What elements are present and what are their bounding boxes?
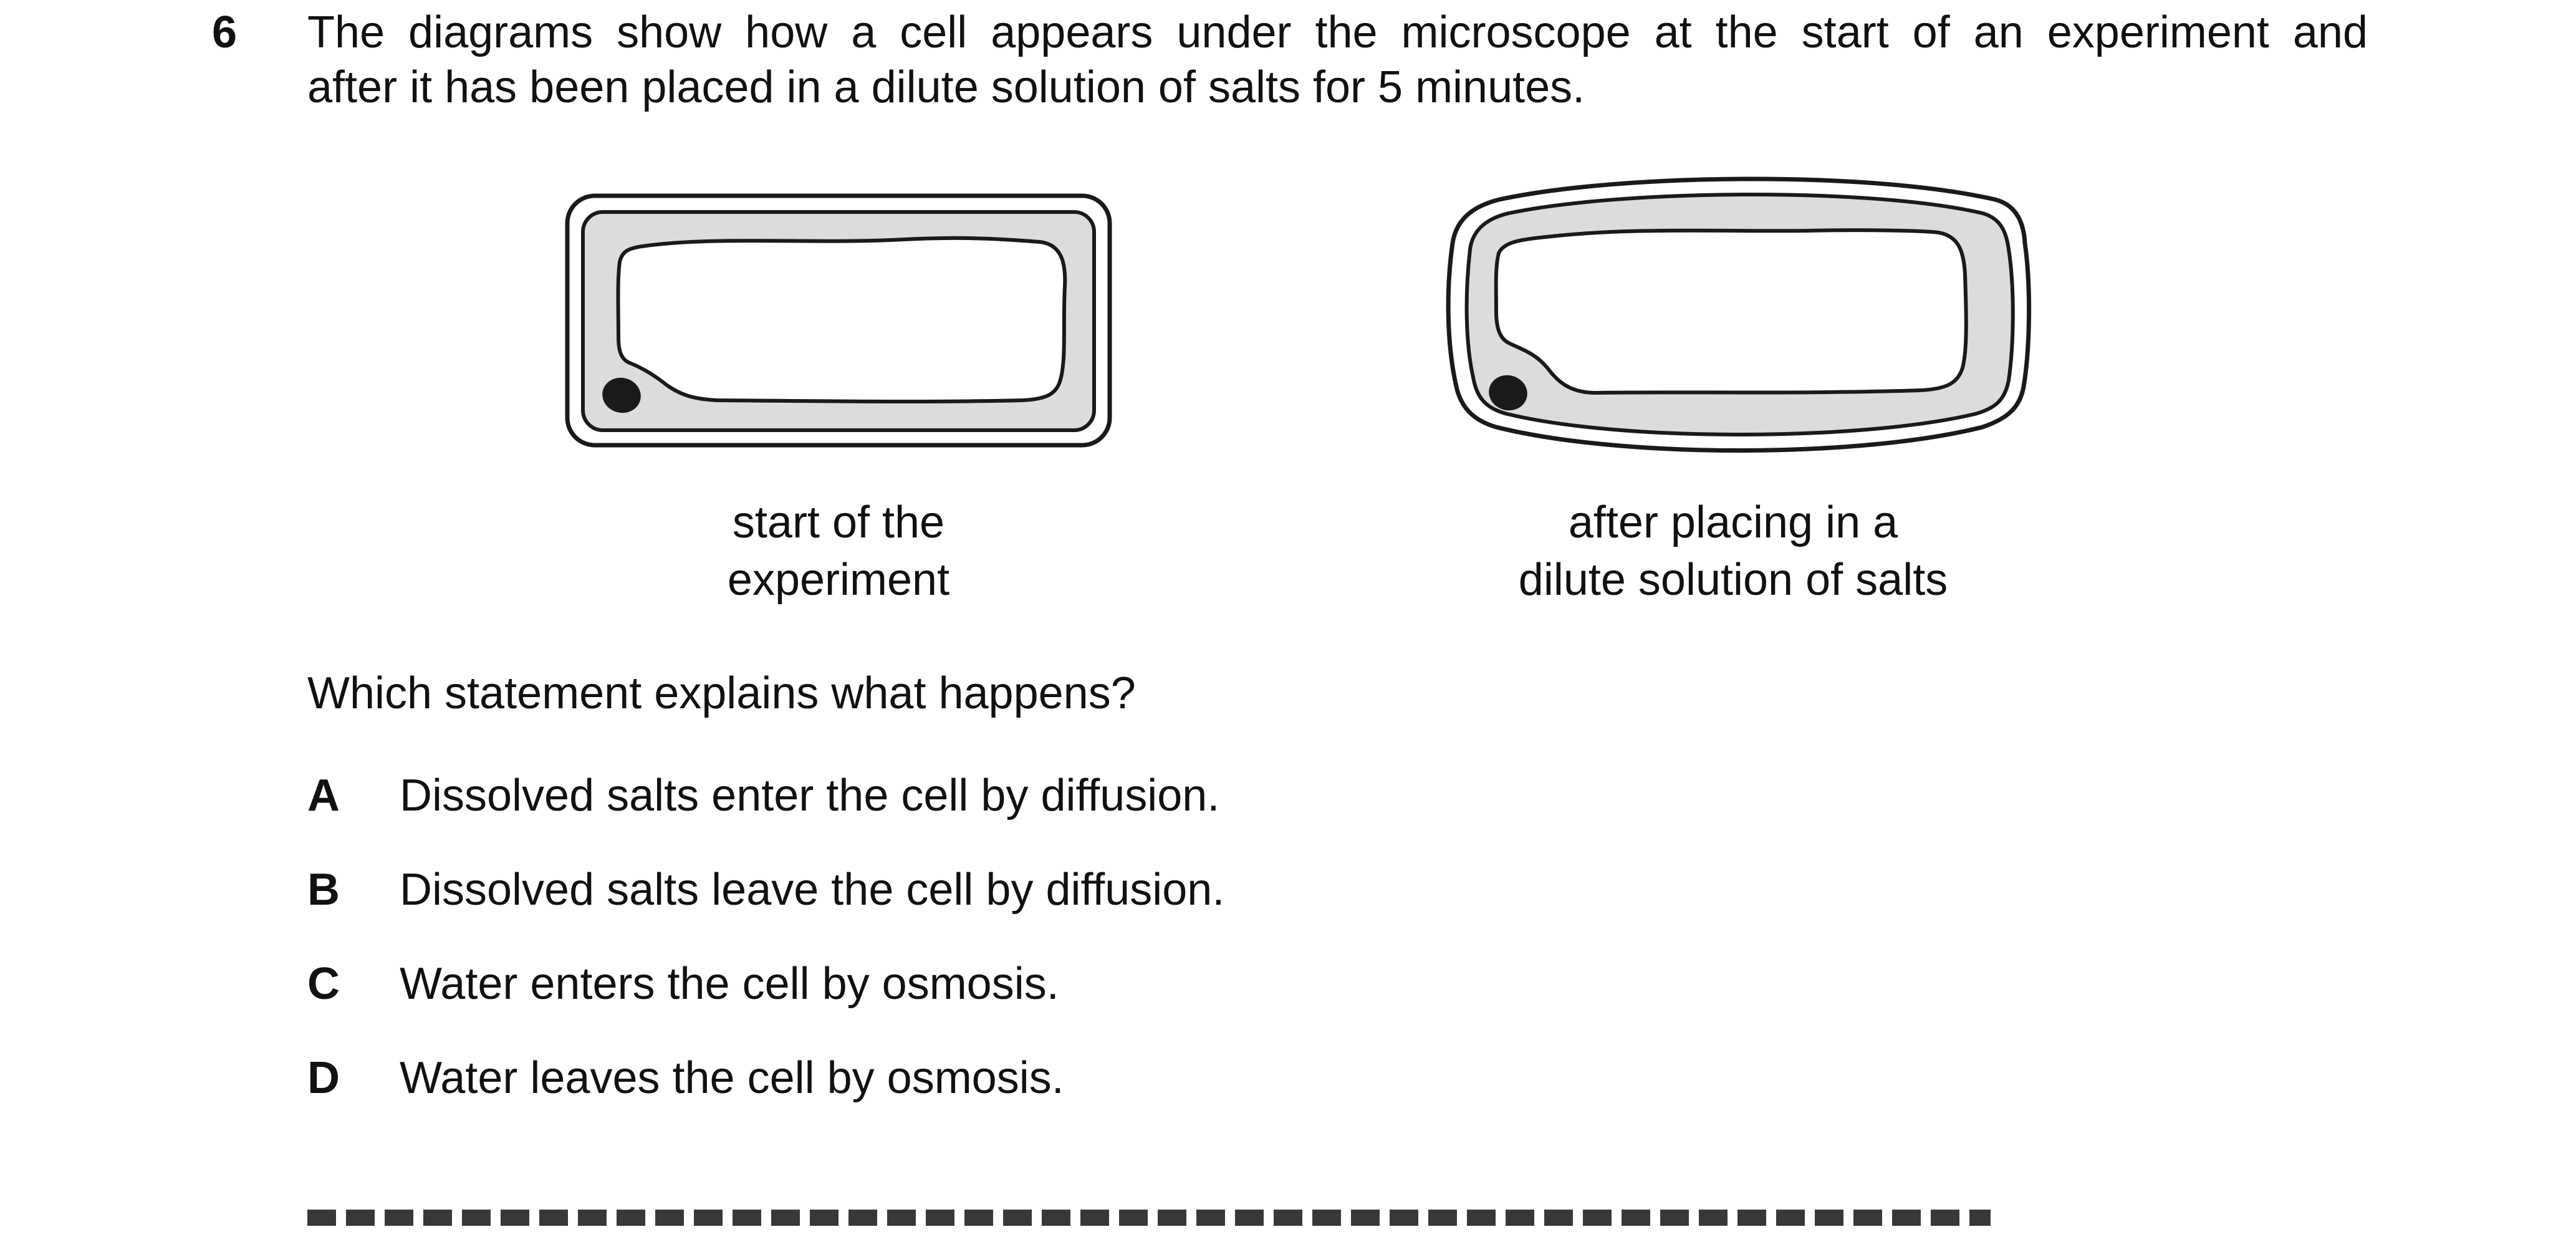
cell-diagrams (0, 162, 2576, 461)
caption-start: start of the experiment (651, 494, 1026, 609)
caption-after: after placing in a dilute solution of sa… (1421, 494, 2045, 609)
option-b[interactable]: B Dissolved salts leave the cell by diffu… (307, 862, 1224, 917)
caption-after-line-1: after placing in a (1568, 498, 1898, 547)
cell-start (565, 193, 1112, 448)
cell-start-vacuole (616, 236, 1067, 404)
option-c-text: Water enters the cell by osmosis. (400, 959, 1059, 1009)
next-question-cutoff (307, 1210, 1991, 1247)
cell-after-vacuole (1494, 228, 1968, 395)
option-a-text: Dissolved salts enter the cell by diffus… (400, 771, 1220, 821)
question-text-line-2: after it has been placed in a dilute sol… (307, 62, 1585, 112)
option-b-letter: B (307, 865, 340, 915)
question-text: The diagrams show how a cell appears und… (307, 5, 2368, 115)
cell-start-nucleus (602, 377, 641, 413)
option-d-letter: D (307, 1053, 340, 1103)
cell-diagrams-svg (565, 176, 2032, 453)
option-b-text: Dissolved salts leave the cell by diffus… (400, 865, 1225, 915)
cutoff-text-fragment (307, 1210, 1991, 1226)
option-c[interactable]: C Water enters the cell by osmosis. (307, 956, 1059, 1011)
caption-start-line-2: experiment (727, 555, 950, 605)
question-number: 6 (212, 7, 238, 57)
caption-after-line-2: dilute solution of salts (1518, 555, 1948, 605)
option-a[interactable]: A Dissolved salts enter the cell by diffu… (307, 768, 1219, 823)
option-a-letter: A (307, 771, 340, 821)
caption-start-line-1: start of the (732, 498, 945, 547)
cell-after (1446, 176, 2032, 453)
cell-after-nucleus (1489, 375, 1527, 411)
option-d[interactable]: D Water leaves the cell by osmosis. (307, 1051, 1064, 1105)
question-prompt: Which statement explains what happens? (307, 668, 1136, 718)
option-c-letter: C (307, 959, 340, 1009)
option-d-text: Water leaves the cell by osmosis. (400, 1053, 1064, 1103)
question-text-line-1: The diagrams show how a cell appears und… (307, 7, 2368, 57)
